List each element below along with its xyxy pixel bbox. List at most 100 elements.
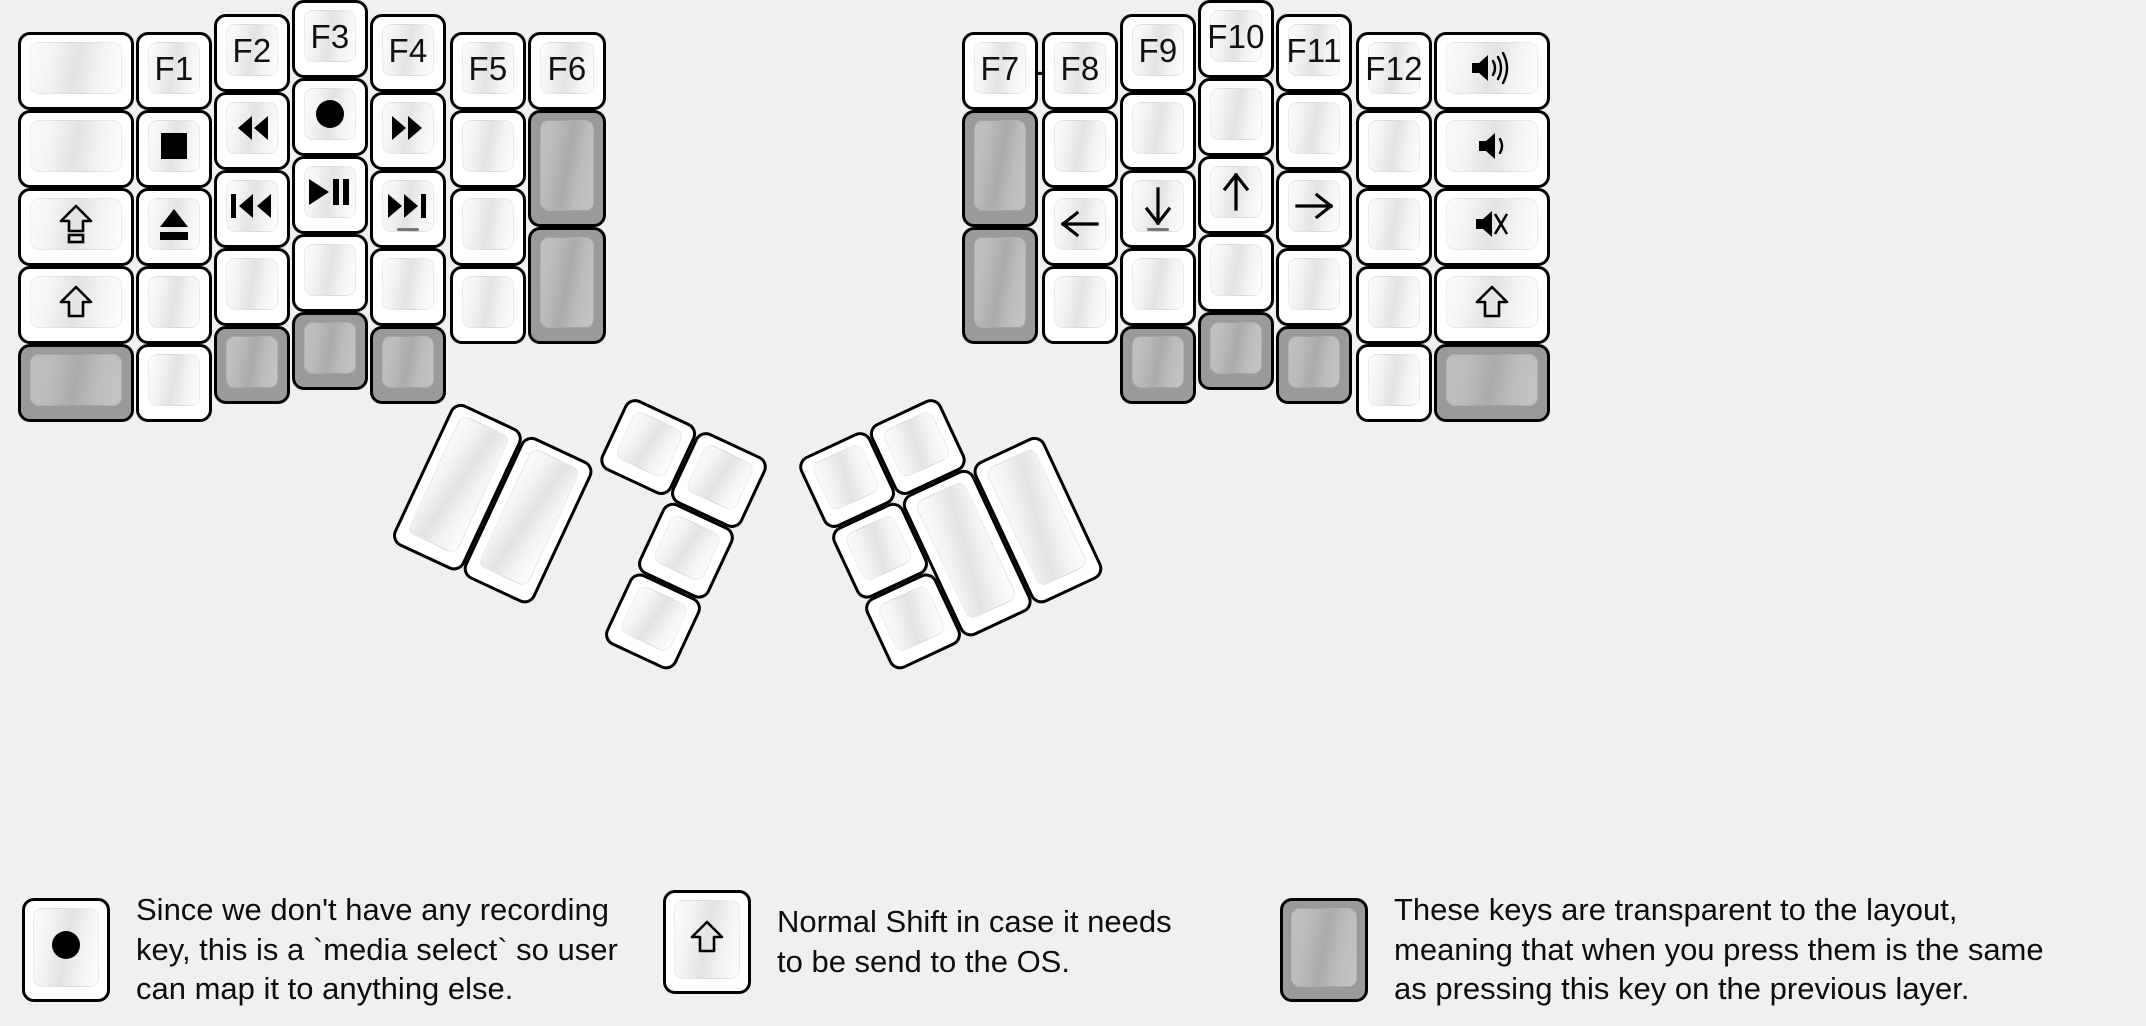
transparent-key[interactable] — [214, 326, 290, 404]
keycap-surface — [684, 442, 756, 513]
key-blank[interactable] — [1198, 234, 1274, 312]
key-blank[interactable] — [1120, 248, 1196, 326]
key-label: F10 — [1207, 17, 1265, 55]
key-f1[interactable]: F1 — [136, 32, 212, 110]
key-blank[interactable] — [18, 110, 134, 188]
caps-lock-icon[interactable] — [18, 188, 134, 266]
key-blank[interactable] — [1276, 248, 1352, 326]
transparent-key[interactable] — [962, 110, 1038, 227]
key-blank[interactable] — [1042, 266, 1118, 344]
key-label: F7 — [980, 49, 1020, 87]
key-label: F11 — [1286, 31, 1342, 69]
keycap-surface — [1446, 198, 1538, 250]
key-f9[interactable]: F9 — [1120, 14, 1196, 92]
volume-mute-icon[interactable] — [1434, 188, 1550, 266]
keycap-surface — [1446, 354, 1538, 406]
key-blank[interactable] — [450, 266, 526, 344]
key-blank[interactable] — [136, 344, 212, 422]
legend-shift-key: Normal Shift in case it needs to be send… — [663, 890, 1172, 994]
keycap-surface — [382, 258, 434, 310]
transparent-key[interactable] — [1198, 312, 1274, 390]
key-f8[interactable]: F8 — [1042, 32, 1118, 110]
keycap-surface — [1132, 258, 1184, 310]
key-f12[interactable]: F12 — [1356, 32, 1432, 110]
keycap-surface — [462, 276, 514, 328]
key-blank[interactable] — [1356, 110, 1432, 188]
prev-track-icon[interactable] — [214, 170, 290, 248]
shift-icon — [1475, 285, 1509, 319]
keycap-surface — [30, 120, 122, 172]
legend-transparent-key: These keys are transparent to the layout… — [1280, 890, 2044, 1009]
shift-icon — [690, 920, 724, 959]
key-f11[interactable]: F11 — [1276, 14, 1352, 92]
rewind-icon[interactable] — [214, 92, 290, 170]
key-blank[interactable] — [370, 248, 446, 326]
key-blank[interactable] — [18, 32, 134, 110]
keycap-surface — [1368, 276, 1420, 328]
key-blank[interactable] — [292, 234, 368, 312]
key-blank[interactable] — [136, 266, 212, 344]
rewind-icon — [232, 113, 272, 143]
key-f4[interactable]: F4 — [370, 14, 446, 92]
key-f3[interactable]: F3 — [292, 0, 368, 78]
next-track-icon — [386, 191, 430, 221]
fast-forward-icon[interactable] — [370, 92, 446, 170]
keycap-surface — [462, 120, 514, 172]
eject-icon[interactable] — [136, 188, 212, 266]
transparent-key[interactable] — [528, 110, 606, 227]
key-f10[interactable]: F10 — [1198, 0, 1274, 78]
keycap-surface — [382, 180, 434, 232]
stop-icon — [157, 129, 191, 163]
transparent-key[interactable] — [18, 344, 134, 422]
keycap-surface — [1132, 180, 1184, 232]
transparent-key[interactable] — [370, 326, 446, 404]
key-blank[interactable] — [1042, 110, 1118, 188]
play-pause-icon[interactable] — [292, 156, 368, 234]
transparent-key[interactable] — [1276, 326, 1352, 404]
arrow-up-icon[interactable] — [1198, 156, 1274, 234]
shift-icon[interactable] — [1434, 266, 1550, 344]
key-blank[interactable] — [1356, 188, 1432, 266]
key-f5[interactable]: F5 — [450, 32, 526, 110]
key-blank[interactable] — [214, 248, 290, 326]
key-blank[interactable] — [1356, 344, 1432, 422]
key-f7[interactable]: F7 — [962, 32, 1038, 110]
volume-up-icon[interactable] — [1434, 32, 1550, 110]
keycap-surface — [1210, 244, 1262, 296]
keycap-surface — [674, 900, 740, 979]
transparent-key[interactable] — [1434, 344, 1550, 422]
transparent-key[interactable] — [962, 227, 1038, 344]
keycap-surface — [226, 102, 278, 154]
transparent-key[interactable] — [528, 227, 606, 344]
keycap-surface: F1 — [148, 42, 200, 94]
key-f6[interactable]: F6 — [528, 32, 606, 110]
key-blank[interactable] — [1276, 92, 1352, 170]
arrow-right-icon[interactable] — [1276, 170, 1352, 248]
volume-down-icon[interactable] — [1434, 110, 1550, 188]
keycap-surface — [304, 88, 356, 140]
shift-icon[interactable] — [18, 266, 134, 344]
keycap-surface — [540, 237, 594, 328]
keycap-surface — [1446, 42, 1538, 94]
keycap-surface — [30, 354, 122, 406]
keycap-surface — [1288, 336, 1340, 388]
shift-icon — [59, 285, 93, 319]
keycap-surface — [148, 120, 200, 172]
key-f2[interactable]: F2 — [214, 14, 290, 92]
transparent-key[interactable] — [292, 312, 368, 390]
keycap-surface — [810, 442, 882, 513]
volume-mute-icon — [1474, 208, 1510, 240]
keycap-surface — [1446, 120, 1538, 172]
key-blank[interactable] — [1120, 92, 1196, 170]
key-blank[interactable] — [450, 110, 526, 188]
arrow-left-icon[interactable] — [1042, 188, 1118, 266]
stop-icon[interactable] — [136, 110, 212, 188]
record-icon[interactable] — [292, 78, 368, 156]
key-blank[interactable] — [1356, 266, 1432, 344]
transparent-key[interactable] — [1120, 326, 1196, 404]
next-track-icon[interactable] — [370, 170, 446, 248]
legend-description: Normal Shift in case it needs to be send… — [777, 904, 1172, 979]
key-blank[interactable] — [450, 188, 526, 266]
key-blank[interactable] — [1198, 78, 1274, 156]
arrow-down-icon[interactable] — [1120, 170, 1196, 248]
